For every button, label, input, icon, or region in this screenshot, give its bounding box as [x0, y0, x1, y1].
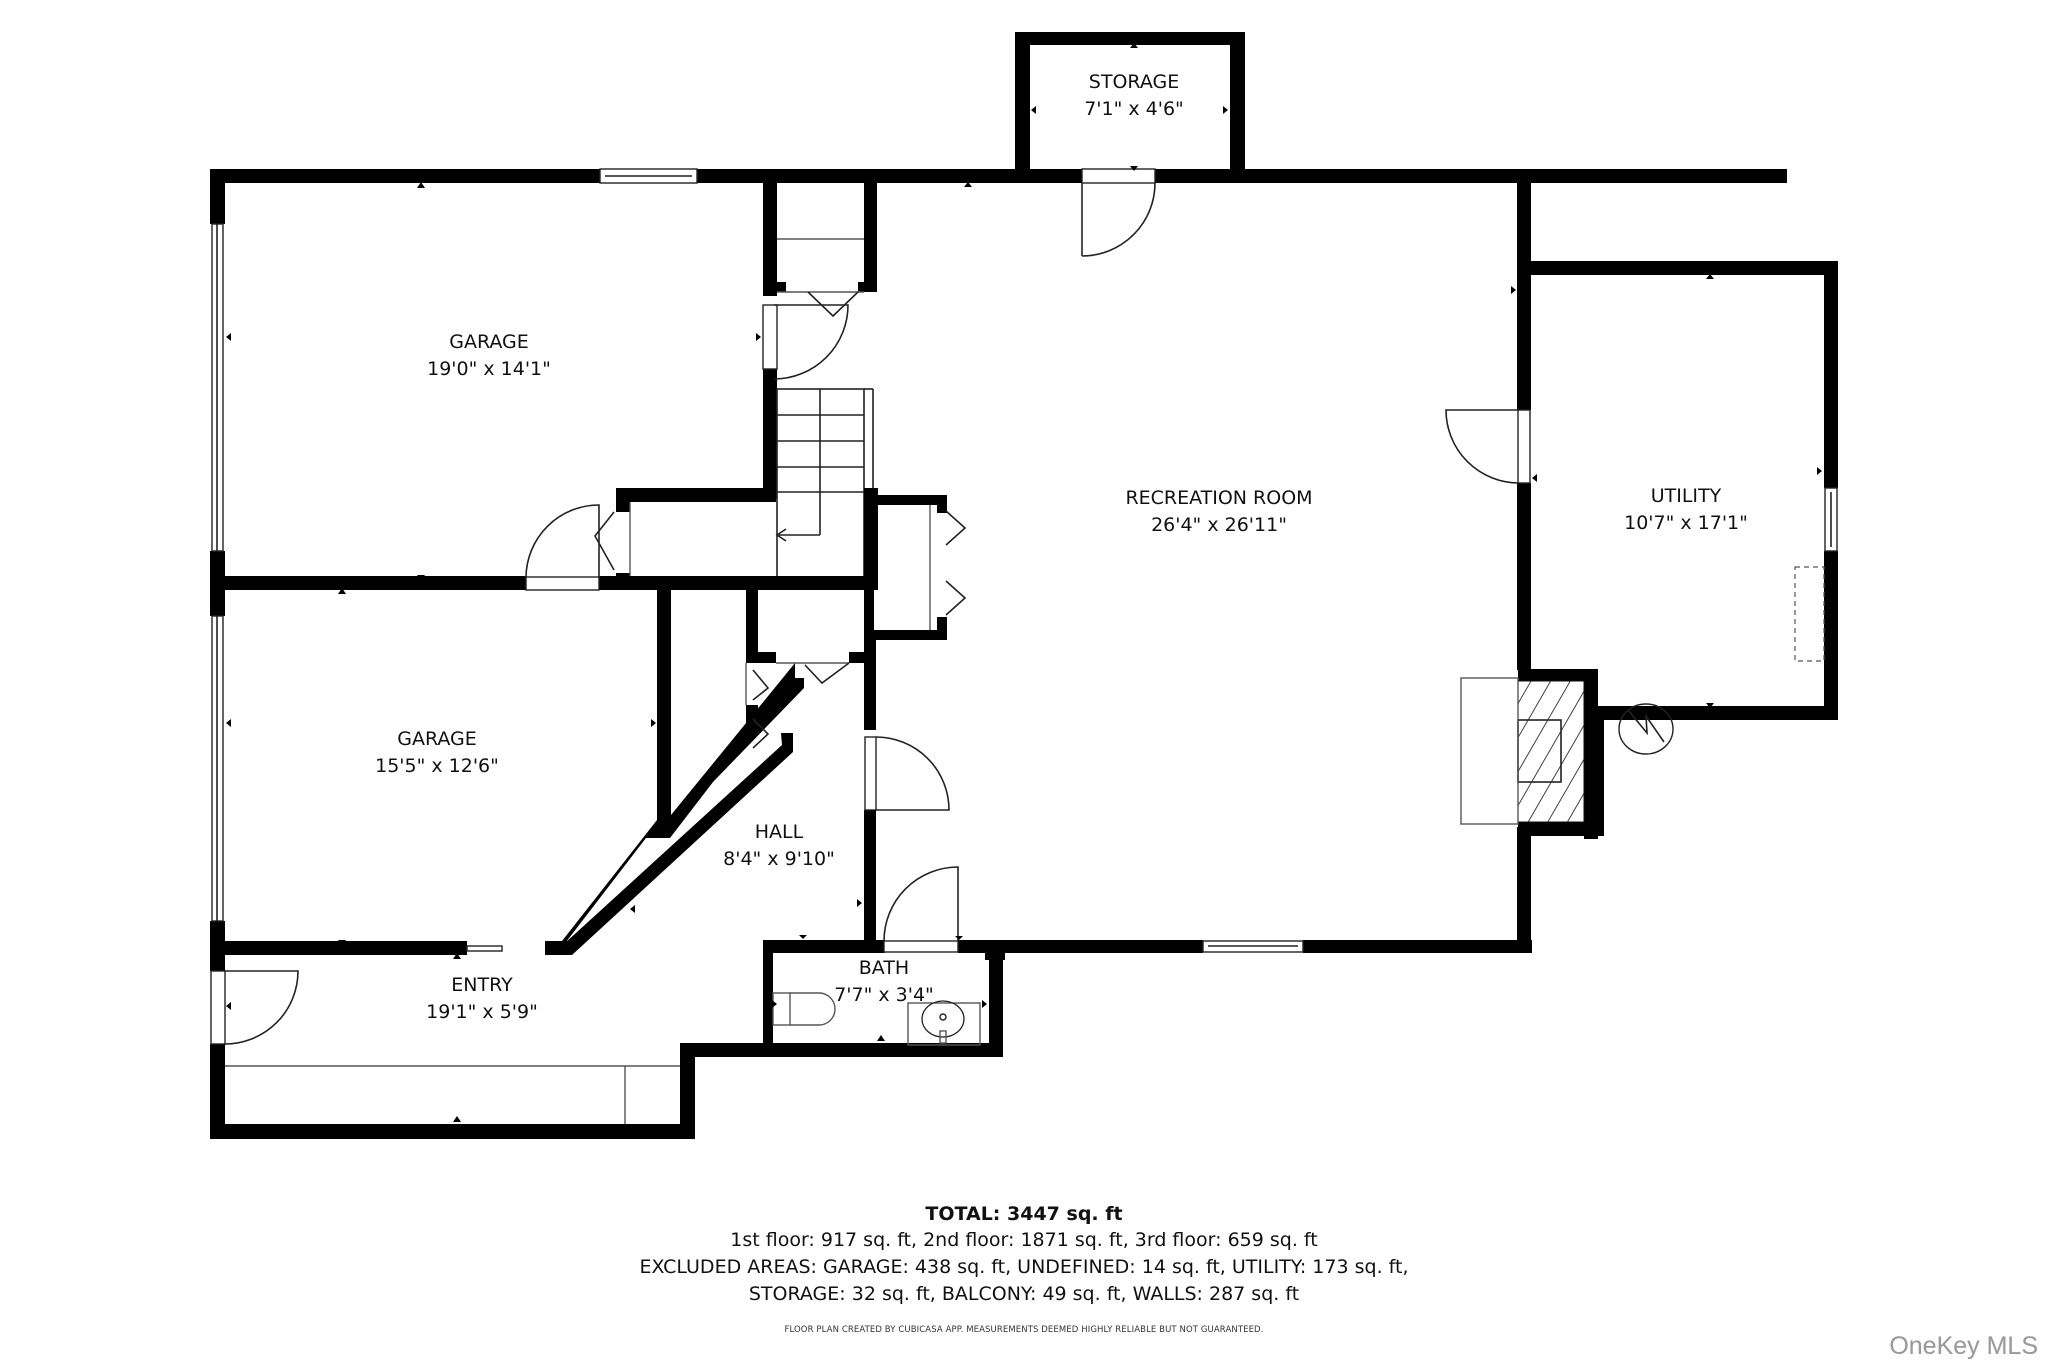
room-name: UTILITY [1650, 485, 1722, 507]
window-garage-top [599, 168, 698, 184]
fireplace [1460, 669, 1598, 839]
dimension-markers [226, 43, 1822, 1122]
storage-door-swing [1081, 182, 1156, 257]
room-label-storage: STORAGE 7'1" x 4'6" [1084, 69, 1184, 123]
watermark: OneKey MLS [1889, 1332, 2038, 1360]
staircase [775, 388, 874, 581]
linen-closet [864, 495, 967, 640]
closet-bifold-door [807, 291, 859, 318]
room-label-hall: HALL 8'4" x 9'10" [723, 819, 835, 873]
garage-connecting-door-opening [525, 576, 600, 591]
room-dims: 19'0" x 14'1" [427, 358, 551, 380]
room-label-garage-upper: GARAGE 19'0" x 14'1" [427, 329, 551, 383]
bath-door-opening [883, 940, 959, 953]
garage-door-upper [211, 223, 224, 552]
storage-walls [1015, 32, 1245, 182]
toilet-icon [772, 992, 836, 1026]
water-heater-icon [1618, 703, 1674, 755]
disclaimer: FLOOR PLAN CREATED BY CUBICASA APP. MEAS… [784, 1325, 1264, 1335]
room-label-recreation-room: RECREATION ROOM 26'4" x 26'11" [1125, 485, 1312, 539]
rec-right-wall [1517, 169, 1531, 953]
rec-utility-door-swing [1445, 409, 1520, 484]
landing-walls [616, 488, 776, 583]
room-name: GARAGE [449, 331, 529, 353]
garage-door-lower [211, 615, 224, 922]
rec-hall-door-swing [875, 736, 950, 811]
lower-garage-walls [210, 590, 804, 955]
rec-left-wall [864, 630, 876, 945]
bath-door-swing [883, 866, 959, 942]
room-name: RECREATION ROOM [1125, 487, 1313, 509]
room-name: STORAGE [1088, 71, 1180, 93]
room-dims: 15'5" x 12'6" [375, 755, 499, 777]
room-label-entry: ENTRY 19'1" x 5'9" [426, 972, 538, 1026]
window-rec-bottom [1202, 940, 1304, 953]
room-dims: 10'7" x 17'1" [1624, 512, 1748, 534]
bath-walls [763, 940, 1005, 1057]
landing-bifold-door [594, 511, 615, 571]
room-name: BATH [858, 957, 910, 979]
garage-stair-walls [763, 169, 877, 499]
top-walls [210, 169, 1787, 183]
room-name: HALL [754, 821, 804, 843]
room-name: GARAGE [397, 728, 477, 750]
utility-appliance-outline [1794, 566, 1825, 662]
storage-door-opening [1081, 168, 1156, 184]
room-dims: 7'7" x 3'4" [834, 984, 934, 1006]
window-utility [1824, 487, 1838, 552]
hall-closet-walls [745, 590, 869, 749]
entry-door-swing [224, 970, 299, 1045]
room-label-garage-lower: GARAGE 15'5" x 12'6" [375, 726, 499, 780]
total-area: TOTAL: 3447 sq. ft [925, 1203, 1123, 1225]
room-label-bath: BATH 7'7" x 3'4" [834, 955, 934, 1009]
rec-hall-door-opening [864, 736, 877, 811]
room-dims: 19'1" x 5'9" [426, 1001, 538, 1023]
utility-walls [1531, 261, 1838, 836]
sliding-door [466, 945, 503, 952]
entry-door-opening [210, 970, 226, 1045]
excluded-areas-line-2: STORAGE: 32 sq. ft, BALCONY: 49 sq. ft, … [748, 1283, 1300, 1305]
sink-icon [907, 1000, 981, 1046]
excluded-areas-line-1: EXCLUDED AREAS: GARAGE: 438 sq. ft, UNDE… [639, 1256, 1409, 1278]
room-label-utility: UTILITY 10'7" x 17'1" [1624, 483, 1748, 537]
garage-stair-door-swing [773, 304, 849, 380]
entry-walls [210, 1043, 770, 1139]
room-dims: 8'4" x 9'10" [723, 848, 835, 870]
room-name: ENTRY [451, 974, 513, 996]
room-dims: 7'1" x 4'6" [1084, 98, 1184, 120]
garage-stair-door-opening [762, 304, 778, 370]
floor-areas: 1st floor: 917 sq. ft, 2nd floor: 1871 s… [730, 1229, 1318, 1251]
rec-utility-door-opening [1517, 409, 1531, 484]
rec-bottom-wall [763, 940, 1532, 953]
garage-connecting-door-swing [525, 504, 600, 578]
room-dims: 26'4" x 26'11" [1151, 514, 1287, 536]
